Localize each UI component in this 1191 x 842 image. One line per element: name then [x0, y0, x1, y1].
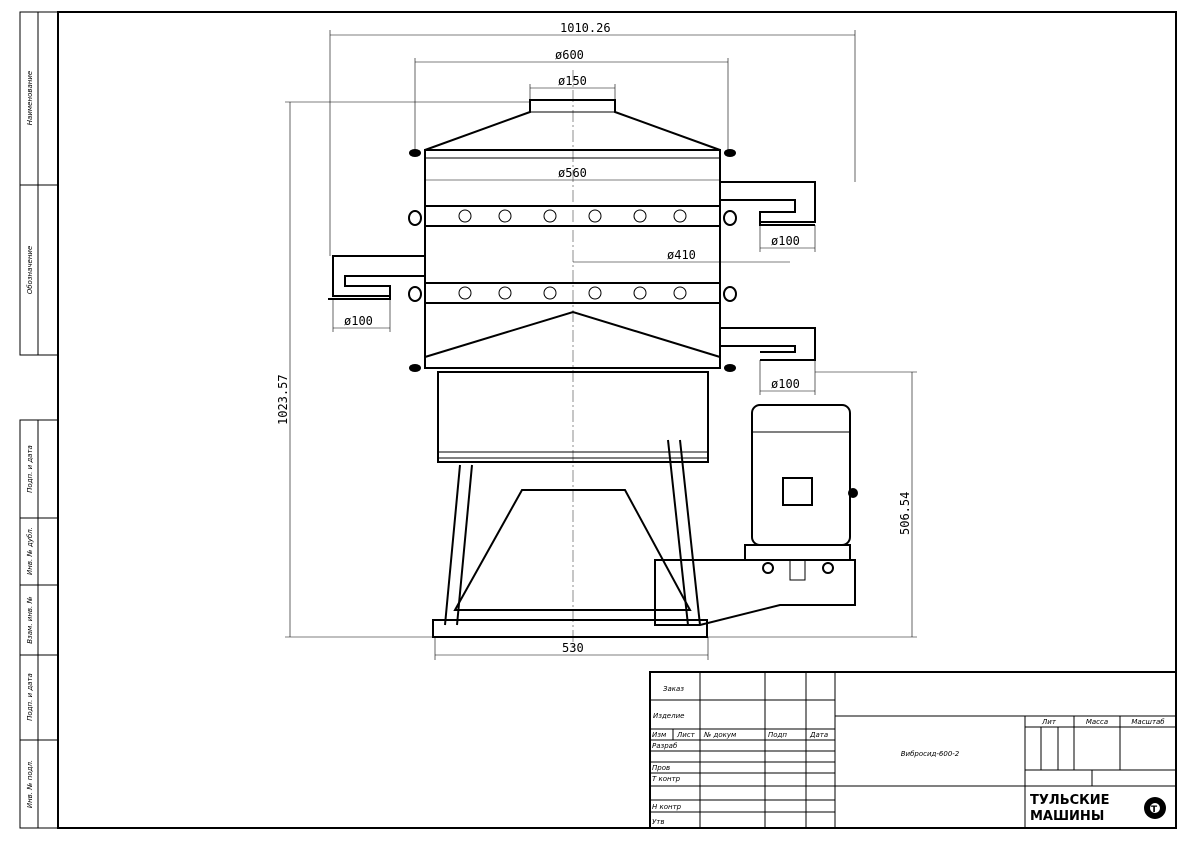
scale-label: Масштаб: [1131, 718, 1165, 726]
dim-d100-left: ø100: [344, 314, 373, 328]
drawing-title: Вибросид-600-2: [901, 750, 960, 758]
lit-label: Лит: [1041, 718, 1057, 726]
stamp-orig-inv-label: Инв. № подл.: [26, 760, 34, 808]
side-stamp: Наименование Обозначение Подп. и дата Ин…: [26, 71, 34, 808]
dim-overall-height: 1023.57: [276, 374, 290, 425]
sieve-machine: [328, 70, 858, 650]
dim-d150: ø150: [558, 74, 587, 88]
svg-text:МАШИНЫ: МАШИНЫ: [1030, 809, 1104, 824]
role-tech-control: Т контр: [652, 775, 681, 783]
header-list: Лист: [676, 731, 696, 739]
mass-label: Масса: [1086, 718, 1108, 726]
stamp-replace-inv-label: Взам. инв. №: [26, 596, 34, 644]
role-developer: Разраб: [652, 742, 678, 750]
stamp-sign-date-2-label: Подп. и дата: [26, 673, 34, 721]
dim-d410: ø410: [667, 248, 696, 262]
dim-overall-width: 1010.26: [560, 21, 611, 35]
svg-text:ТУЛЬСКИЕ: ТУЛЬСКИЕ: [1030, 793, 1110, 808]
header-doc-no: № докум: [703, 731, 737, 739]
header-izm: Изм: [652, 731, 667, 739]
role-norm-control: Н контр: [652, 803, 682, 811]
dim-motor-height: 506.54: [898, 492, 912, 535]
order-label: Заказ: [663, 685, 684, 693]
role-approved: Утв: [652, 818, 664, 826]
stamp-designation-label: Обозначение: [26, 246, 34, 295]
dim-base-width: 530: [562, 641, 584, 655]
title-block: Заказ Изделие Изм Лист № докум Подп Дата…: [649, 671, 1177, 829]
stamp-name-label: Наименование: [26, 71, 34, 125]
header-date: Дата: [809, 731, 828, 739]
dim-d560: ø560: [558, 166, 587, 180]
dim-d600: ø600: [555, 48, 584, 62]
role-checked: Пров: [652, 764, 670, 772]
header-sign: Подп: [768, 731, 787, 739]
dim-d100-right-top: ø100: [771, 234, 800, 248]
stamp-sign-date-label: Подп. и дата: [26, 445, 34, 493]
svg-text:Т: Т: [1151, 805, 1158, 815]
dim-d100-right-bottom: ø100: [771, 377, 800, 391]
stamp-dup-inv-label: Инв. № дубл.: [26, 527, 34, 575]
dimensions: 1010.26 ø600 ø150 ø560 ø100 ø410 ø100 ø1…: [276, 21, 917, 660]
company-logo: ТУЛЬСКИЕ МАШИНЫ Т: [1030, 793, 1166, 824]
drawing-frame: [19, 11, 1177, 829]
product-label: Изделие: [653, 712, 684, 720]
